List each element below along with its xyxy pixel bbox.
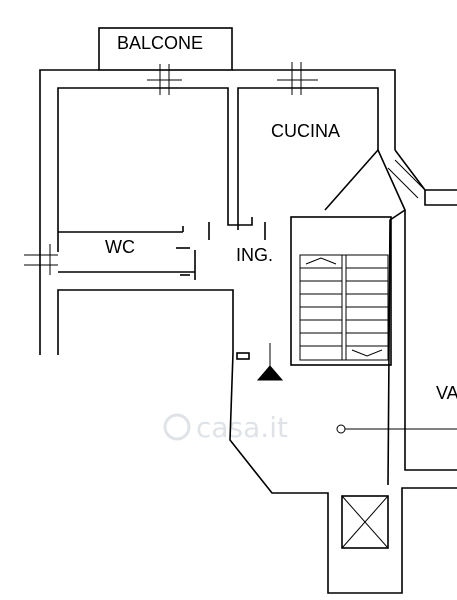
- label-cucina: CUCINA: [271, 121, 340, 141]
- window-kitchen: [277, 62, 318, 95]
- label-ingresso: ING.: [236, 245, 273, 265]
- window-balcony-left: [147, 64, 182, 95]
- label-wc: WC: [105, 237, 135, 257]
- window-corner: [387, 159, 426, 199]
- watermark-text: casa.it: [196, 411, 288, 444]
- watermark: casa.it: [163, 411, 288, 444]
- elevator-shaft: [341, 495, 389, 549]
- entrance-arrow-icon: [256, 343, 284, 381]
- staircase: [290, 216, 392, 366]
- window-wc: [24, 244, 58, 275]
- inner-walls: [58, 217, 266, 360]
- label-balcone: BALCONE: [117, 33, 203, 53]
- label-partial-room: VA: [436, 383, 457, 403]
- outer-walls: [39, 69, 457, 594]
- room-leader-line: [336, 424, 457, 434]
